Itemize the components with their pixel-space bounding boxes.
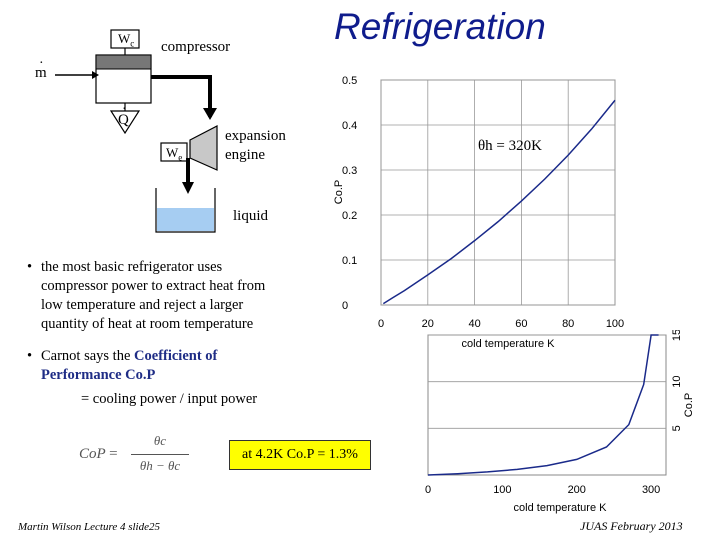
y-axis-label: Co.P: [683, 393, 695, 417]
y-tick-label: 0.4: [342, 120, 357, 132]
bullet-1-line-2: compressor power to extract heat from: [41, 278, 266, 294]
footer-left: Martin Wilson Lecture 4 slide25: [18, 521, 160, 533]
x-tick-label: 300: [642, 484, 660, 496]
cop-formula: CoP = θc θh − θc: [79, 433, 189, 477]
x-tick-label: 40: [468, 318, 480, 330]
y-tick-label: 15: [671, 330, 683, 341]
formula-numerator: θc: [153, 433, 167, 448]
wc-label: Wc: [118, 31, 135, 49]
bullet-2-prefix: Carnot says the: [41, 348, 135, 364]
y-tick-label: 0.3: [342, 165, 357, 177]
y-tick-label: 0.1: [342, 255, 357, 267]
heat-rejection-box: [109, 110, 141, 135]
cop-curve: [382, 99, 616, 305]
mass-flow-label: ·m: [35, 56, 47, 81]
cop-chart-full-range: 5 10 15 0 100 200 300 Co.P cold temperature K: [425, 330, 695, 514]
heat-q-label: ·Q: [118, 102, 129, 128]
compressor-label: compressor: [161, 39, 231, 55]
y-tick-label: 0.2: [342, 210, 357, 222]
plot-frame: [427, 334, 667, 476]
slide-title: Refrigeration: [334, 6, 546, 47]
y-tick-label: 5: [671, 425, 683, 431]
y-tick-label: 10: [671, 376, 683, 388]
x-tick-label: 20: [422, 318, 434, 330]
formula-lhs: CoP =: [79, 446, 118, 462]
expansion-label-2: engine: [225, 147, 265, 163]
bullet-1-line-3: low temperature and reject a larger: [41, 297, 244, 313]
liquid-label: liquid: [233, 208, 269, 224]
cop-chart-low-temp: 0 20 40 60 80 100 0 0.1 0.2 0.3 0.4 0.5Co.P cold tem…: [333, 75, 624, 350]
y-tick-label: 0.5: [342, 75, 357, 87]
x-tick-label: 100: [606, 318, 624, 330]
x-tick-label: 0: [425, 484, 431, 496]
theta-h-annotation: θh = 320K: [478, 138, 542, 154]
bullet-2-line-3: = cooling power / input power: [81, 391, 258, 407]
x-tick-label: 0: [378, 318, 384, 330]
bullet-1-line-4: quantity of heat at room temperature: [41, 316, 254, 332]
x-axis-label: cold temperature K: [462, 338, 556, 350]
liquid-fill: [157, 208, 214, 231]
y-axis-label: Co.P: [333, 180, 345, 204]
cop-callout: at 4.2K Co.P = 1.3%: [229, 440, 371, 470]
expansion-label-1: expansion: [225, 128, 286, 144]
bullet-2-accent-1: Coefficient of: [134, 348, 218, 364]
plot-frame: [380, 79, 616, 306]
cop-curve: [427, 334, 659, 476]
x-tick-label: 100: [493, 484, 511, 496]
we-label: We: [166, 145, 183, 163]
refrigerator-diagram: [55, 29, 218, 233]
footer-right: JUAS February 2013: [580, 519, 683, 533]
x-tick-label: 60: [515, 318, 527, 330]
we-box: [160, 142, 188, 162]
x-tick-label: 80: [562, 318, 574, 330]
dewar: [155, 188, 216, 233]
compressor-piston: [95, 54, 152, 70]
bullet-1-line-1: the most basic refrigerator uses: [41, 259, 223, 275]
x-tick-label: 200: [568, 484, 586, 496]
formula-denominator: θh − θc: [139, 458, 181, 473]
expansion-engine: [189, 125, 218, 171]
x-axis-label: cold temperature K: [514, 502, 608, 514]
bullet-2-accent-2: Performance Co.P: [41, 367, 156, 383]
y-tick-label: 0: [342, 300, 348, 312]
